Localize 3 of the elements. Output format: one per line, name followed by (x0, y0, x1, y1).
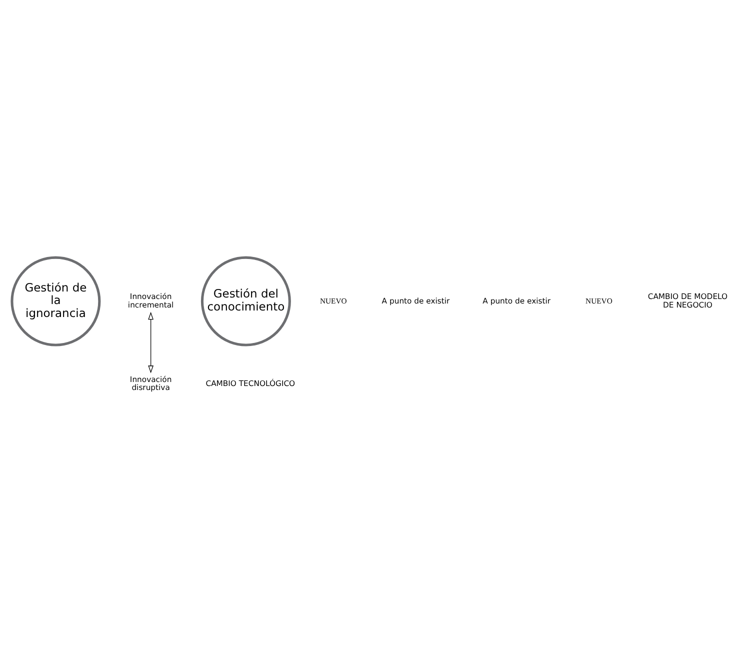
node-circle: Gestión del conocimiento (200, 256, 291, 346)
node-circle: Gestión de la ignorancia (10, 256, 101, 346)
arrow (148, 311, 154, 373)
